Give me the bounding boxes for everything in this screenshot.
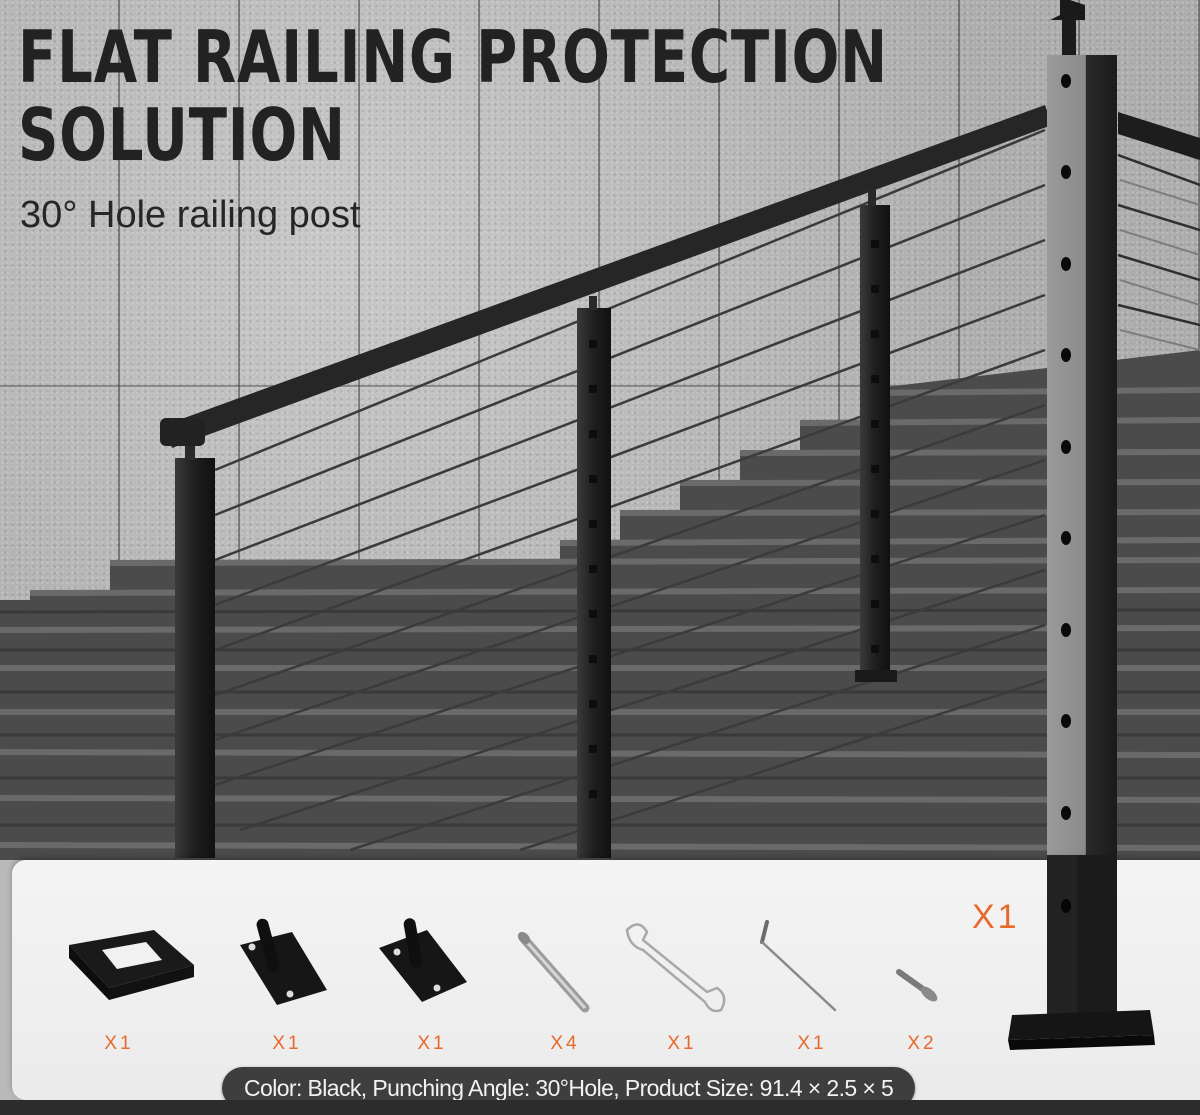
railing-post-middle [577,308,611,858]
quantity-label: X1 [417,1033,447,1054]
post-quantity-label: X1 [972,898,1020,936]
accessory-hex-key: X1 [747,860,877,1060]
subheadline: 30° Hole railing post [20,194,361,236]
accessory-base-cover: X1 [54,860,194,1060]
quantity-label: X4 [550,1033,580,1054]
screw-icon [896,969,938,1002]
accessory-bracket-left: X1 [222,860,352,1060]
headline: FLAT RAILING PROTECTION SOLUTION [18,18,888,174]
quantity-label: X1 [104,1033,134,1054]
railing-post-left [175,458,215,858]
accessory-expansion-bolt: X4 [500,860,630,1060]
quantity-label: X1 [272,1033,302,1054]
railing-post-right [860,205,890,675]
quantity-label: X2 [907,1033,937,1054]
accessories-panel: X1 X1 X1 [12,860,1200,1100]
accessory-screw: X2 [857,860,987,1060]
quantity-label: X1 [797,1033,827,1054]
accessory-wrench: X1 [617,860,747,1060]
quantity-label: X1 [667,1033,697,1054]
bracket-icon [240,918,327,1005]
accessory-bracket-right: X1 [367,860,497,1060]
bracket-icon [379,918,467,1002]
headline-line-2: SOLUTION [18,93,346,177]
wrench-icon [625,923,726,1013]
hex-key-icon [760,920,837,1012]
bolt-icon [517,931,590,1013]
base-cover-icon [69,930,194,1000]
bottom-strip [0,1100,1200,1115]
handrail [165,105,1052,448]
headline-line-1: FLAT RAILING PROTECTION [18,15,888,99]
